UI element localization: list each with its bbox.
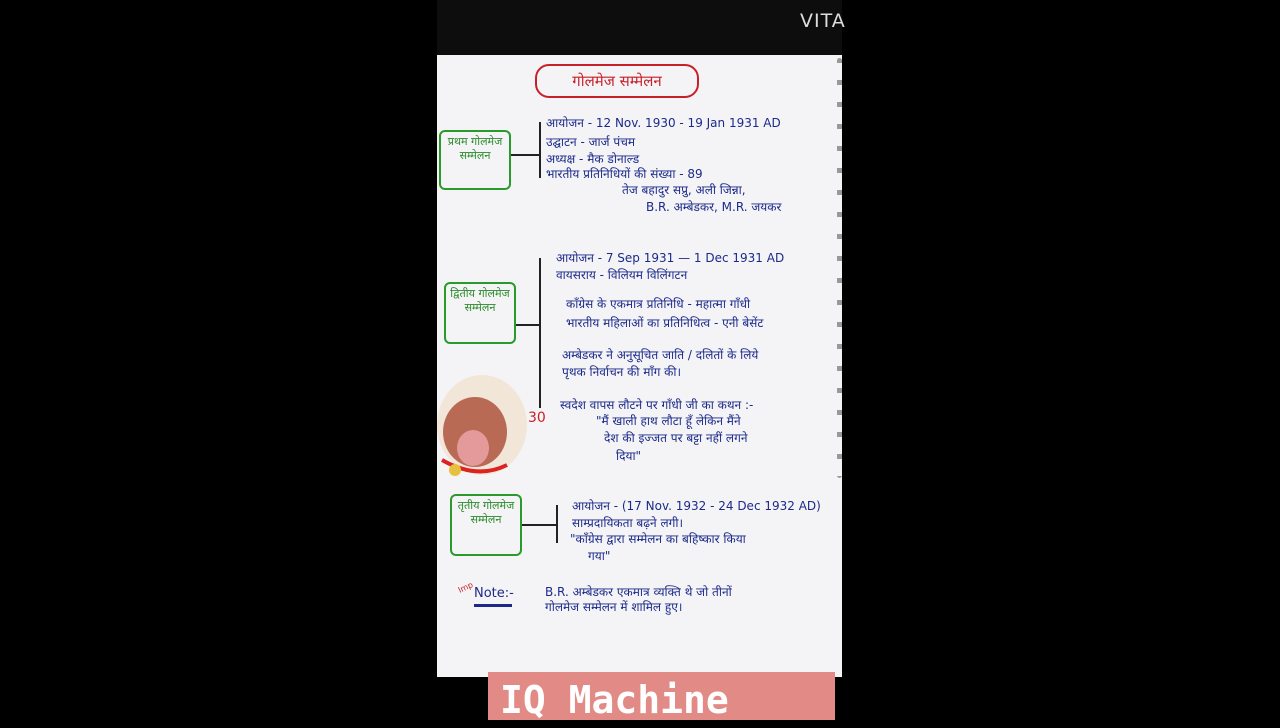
note-text: गोलमेज सम्मेलन में शामिल हुए।: [545, 600, 683, 614]
second-item: अम्बेडकर ने अनुसूचित जाति / दलितों के लि…: [562, 348, 759, 362]
watermark: VITA: [800, 10, 846, 32]
first-conference-box: प्रथम गोलमेज सम्मेलन: [439, 130, 511, 190]
channel-banner: IQ Machine: [488, 672, 835, 722]
third-conference-box: तृतीय गोलमेज सम्मेलन: [450, 494, 522, 556]
sticker-number: 30: [528, 410, 546, 426]
first-item: B.R. अम्बेडकर, M.R. जयकर: [646, 200, 782, 214]
second-conference-box: द्वितीय गोलमेज सम्मेलन: [444, 282, 516, 344]
second-item: देश की इज्जत पर बट्टा नहीं लगने: [604, 431, 748, 445]
connector: [539, 258, 541, 408]
spiral-binding: [837, 58, 842, 478]
second-item: भारतीय महिलाओं का प्रतिनिधित्व - एनी बेस…: [566, 316, 764, 330]
first-item: अध्यक्ष - मैक डोनाल्ड: [546, 152, 640, 166]
connector: [516, 324, 540, 326]
first-item: आयोजन - 12 Nov. 1930 - 19 Jan 1931 AD: [546, 116, 781, 130]
connector: [511, 154, 539, 156]
connector: [539, 122, 541, 178]
second-item: कॉंग्रेस के एकमात्र प्रतिनिधि - महात्मा …: [566, 297, 751, 311]
cat-sticker-icon: [437, 375, 527, 476]
note-label: Note:-: [474, 586, 514, 601]
third-item: साम्प्रदायिकता बढ़ने लगी।: [572, 516, 684, 530]
second-item: दिया": [616, 449, 642, 463]
video-top-bar: [437, 0, 842, 55]
third-item: गया": [588, 549, 611, 563]
note-text: B.R. अम्बेडकर एकमात्र व्यक्ति थे जो तीनो…: [545, 585, 732, 599]
second-item: "मैं खाली हाथ लौटा हूँ लेकिन मैंने: [596, 414, 741, 428]
second-item: आयोजन - 7 Sep 1931 — 1 Dec 1931 AD: [556, 251, 785, 265]
third-item: आयोजन - (17 Nov. 1932 - 24 Dec 1932 AD): [572, 499, 821, 513]
connector: [522, 524, 556, 526]
first-item: उद्घाटन - जार्ज पंचम: [546, 135, 635, 149]
underline: [474, 604, 512, 607]
first-item: भारतीय प्रतिनिधियों की संख्या - 89: [546, 167, 703, 181]
second-item: पृथक निर्वाचन की माँग की।: [562, 365, 682, 379]
second-item: वायसराय - विलियम विलिंगटन: [556, 268, 688, 282]
connector: [556, 505, 558, 543]
second-item: स्वदेश वापस लौटने पर गाँधी जी का कथन :-: [560, 398, 754, 412]
first-item: तेज बहादुर सप्रु, अली जिन्ना,: [622, 183, 746, 197]
third-item: "कॉंग्रेस द्वारा सम्मेलन का बहिष्कार किय…: [570, 532, 746, 546]
page-title: गोलमेज सम्मेलन: [535, 64, 699, 98]
